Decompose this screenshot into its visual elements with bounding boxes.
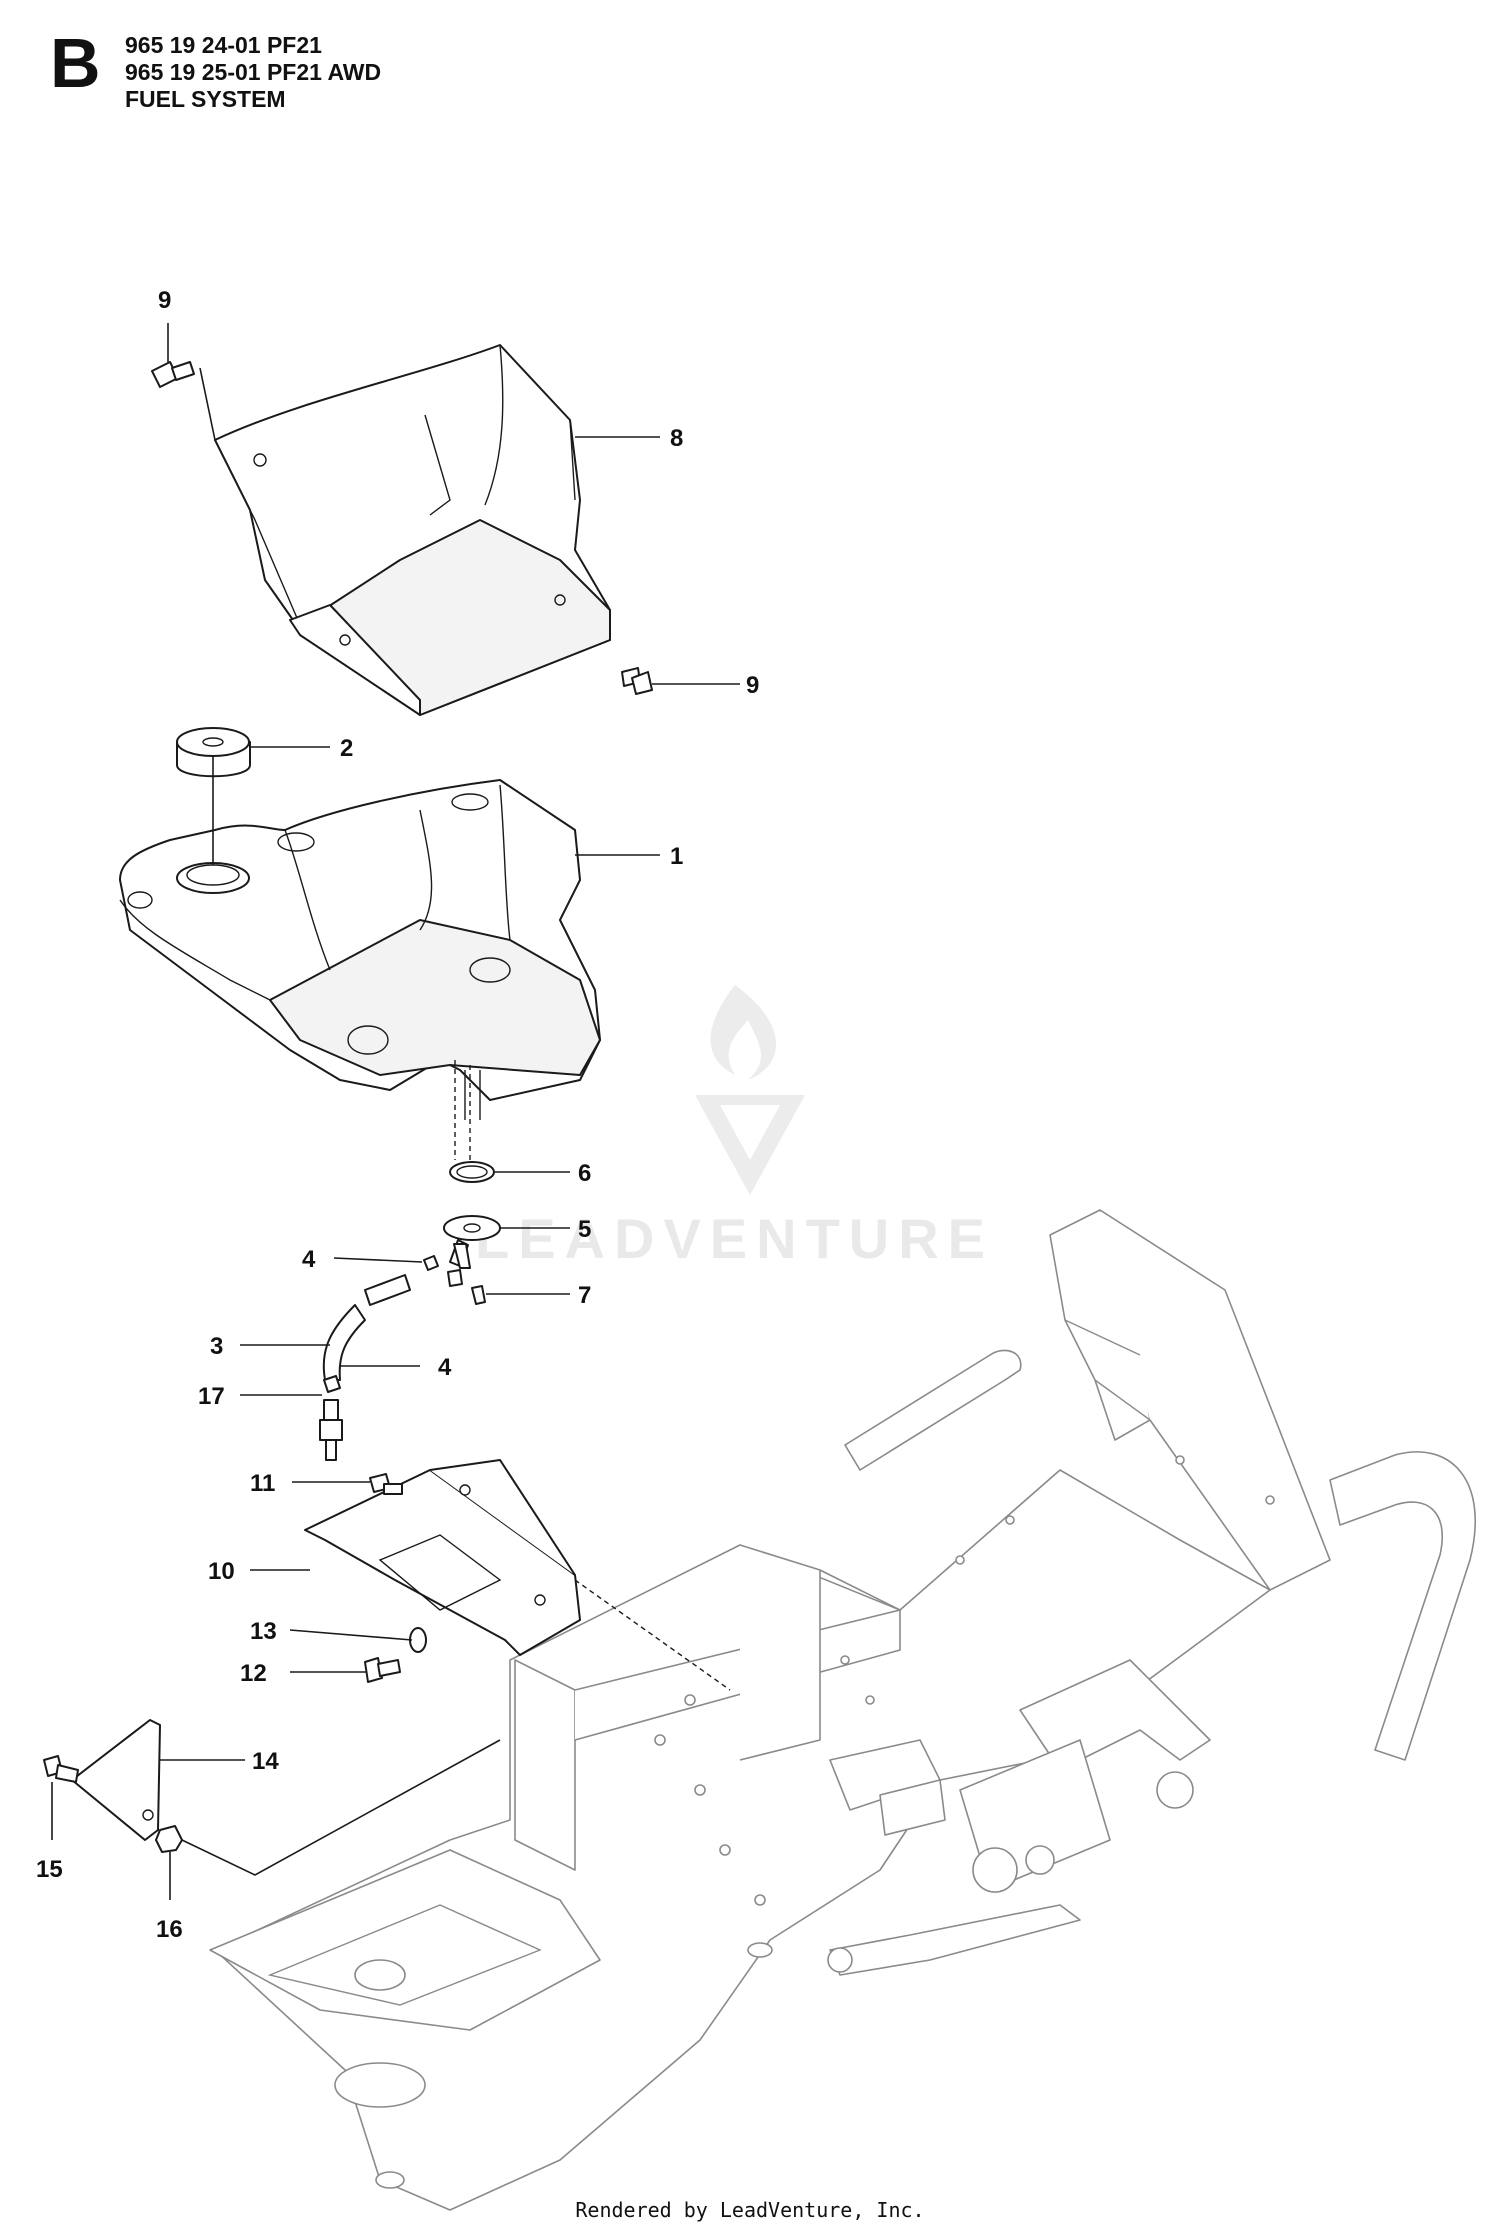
chassis-frame xyxy=(209,1209,1476,2211)
watermark-logo-icon xyxy=(695,985,805,1195)
header-lines: 965 19 24-01 PF21 965 19 25-01 PF21 AWD … xyxy=(125,32,381,113)
part-3-fuel-hose xyxy=(322,1274,411,1381)
callout-9-upper: 9 xyxy=(158,287,171,314)
part-13-washer xyxy=(409,1627,427,1653)
part-14-shield xyxy=(71,1719,161,1841)
leader-lines xyxy=(51,323,740,1900)
part-11-screw xyxy=(369,1473,403,1495)
callout-16: 16 xyxy=(156,1916,183,1943)
part-8-tank-cover xyxy=(214,344,611,716)
section-letter: B xyxy=(50,24,101,102)
callout-6: 6 xyxy=(578,1160,591,1187)
model-line-2: 965 19 25-01 PF21 AWD xyxy=(125,59,382,85)
part-17-fuel-valve xyxy=(319,1399,343,1461)
part-9-screw-lower xyxy=(621,667,653,695)
model-line-1: 965 19 24-01 PF21 xyxy=(125,32,322,58)
part-2-fuel-cap xyxy=(176,727,251,778)
callout-10: 10 xyxy=(208,1558,235,1585)
part-1-fuel-tank xyxy=(119,779,601,1120)
footer-credit: Rendered by LeadVenture, Inc. xyxy=(575,2198,925,2222)
part-12-screw xyxy=(364,1657,401,1683)
part-10-bracket xyxy=(304,1459,581,1656)
callout-1: 1 xyxy=(670,843,683,870)
frame-holes xyxy=(654,1455,1275,1906)
callout-5: 5 xyxy=(578,1216,591,1243)
callout-9-lower: 9 xyxy=(746,672,759,699)
callout-3: 3 xyxy=(210,1333,223,1360)
callout-2: 2 xyxy=(340,735,353,762)
callout-13: 13 xyxy=(250,1618,277,1645)
callouts: 9 8 9 2 1 6 5 4 7 3 4 17 11 10 13 12 14 … xyxy=(36,287,759,1943)
callout-7: 7 xyxy=(578,1282,591,1309)
part-16-nut xyxy=(155,1825,183,1853)
part-4-clamp-lower xyxy=(323,1375,341,1393)
callout-4-upper: 4 xyxy=(302,1246,316,1273)
part-15-screw xyxy=(43,1755,79,1783)
callout-15: 15 xyxy=(36,1856,63,1883)
callout-4-lower: 4 xyxy=(438,1354,452,1381)
part-9-screw-upper xyxy=(151,361,195,388)
watermark: LEADVENTURE xyxy=(475,985,994,1270)
callout-8: 8 xyxy=(670,425,683,452)
part-7-screws xyxy=(447,1243,486,1305)
callout-11: 11 xyxy=(250,1470,275,1497)
watermark-text: LEADVENTURE xyxy=(475,1207,994,1270)
system-title: FUEL SYSTEM xyxy=(125,86,286,112)
part-4-clamp-upper xyxy=(423,1255,439,1271)
part-6-o-ring xyxy=(449,1161,495,1183)
callout-17: 17 xyxy=(198,1383,225,1410)
callout-14: 14 xyxy=(252,1748,279,1775)
callout-12: 12 xyxy=(240,1660,267,1687)
